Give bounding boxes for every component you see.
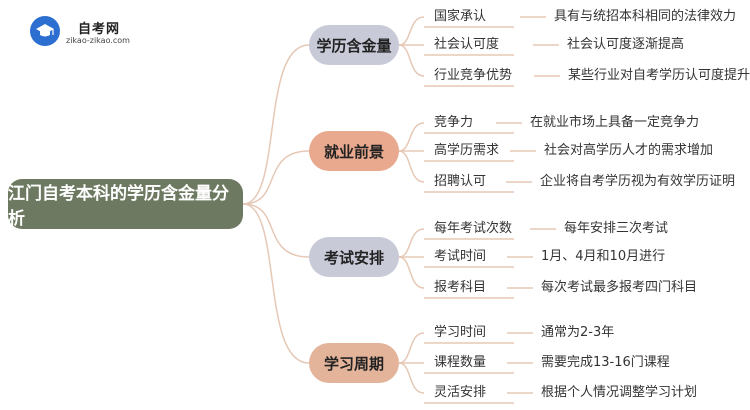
leaf-value: 通常为2-3年 [541, 325, 615, 340]
leaf-key: 每年考试次数 [434, 221, 513, 236]
leaf-value: 社会认可度逐渐提高 [567, 37, 685, 52]
root-to-branch-connector [242, 150, 310, 205]
leaf-key: 社会认可度 [434, 37, 500, 52]
branch-to-item-connector [398, 228, 425, 258]
branch-to-item-connector [398, 16, 425, 46]
leaf-value: 每年安排三次考试 [564, 221, 669, 236]
branch-to-item-connector [398, 256, 425, 289]
leaf-key: 行业竞争优势 [434, 68, 513, 83]
leaf-value: 具有与统招本科相同的法律效力 [554, 9, 737, 24]
site-logo[interactable]: 自考网 zikao-zikao.com [30, 14, 140, 50]
branch-to-item-connector [398, 362, 425, 394]
branch-to-item-connector [398, 122, 425, 152]
leaf-value: 根据个人情况调整学习计划 [541, 385, 698, 400]
leaf-key: 考试时间 [434, 249, 487, 264]
branch-employment: 就业前景 [309, 131, 399, 171]
branch-to-item-connector [398, 44, 425, 77]
root-to-branch-connector [242, 44, 310, 205]
leaf-key: 灵活安排 [434, 385, 487, 400]
branch-label: 学历含金量 [316, 36, 392, 55]
leaf-key: 课程数量 [434, 355, 487, 370]
leaf-value: 每次考试最多报考四门科目 [541, 280, 698, 295]
logo-title: 自考网 [78, 22, 121, 37]
leaf-key: 招聘认可 [434, 174, 487, 189]
branch-degree-value: 学历含金量 [309, 25, 399, 65]
leaf-value: 企业将自考学历视为有效学历证明 [540, 174, 736, 189]
logo-subtitle: zikao-zikao.com [66, 36, 130, 45]
leaf-value: 需要完成13-16门课程 [541, 355, 670, 370]
root-label: 江门自考本科的学历含金量分析 [8, 184, 229, 229]
leaf-key: 学习时间 [434, 325, 487, 340]
root-node: 江门自考本科的学历含金量分析 [8, 179, 243, 229]
branch-label: 就业前景 [323, 142, 384, 161]
leaf-value: 1月、4月和10月进行 [541, 249, 666, 264]
graduation-cap-icon [30, 16, 60, 46]
root-to-branch-connector [242, 203, 310, 258]
leaf-value: 在就业市场上具备一定竞争力 [530, 115, 700, 130]
root-to-branch-connector [242, 203, 310, 364]
branch-study-period: 学习周期 [309, 343, 399, 383]
leaf-key: 竞争力 [434, 115, 474, 130]
branch-to-item-connector [398, 332, 425, 364]
leaf-key: 国家承认 [434, 9, 487, 24]
leaf-key: 报考科目 [434, 280, 487, 295]
leaf-key: 高学历需求 [434, 143, 500, 158]
branch-exam-schedule: 考试安排 [309, 237, 399, 277]
branch-label: 学习周期 [323, 354, 384, 373]
leaf-value: 社会对高学历人才的需求增加 [544, 143, 714, 158]
branch-label: 考试安排 [323, 248, 384, 267]
leaf-value: 某些行业对自考学历认可度提升 [568, 68, 750, 83]
branch-to-item-connector [398, 150, 425, 183]
